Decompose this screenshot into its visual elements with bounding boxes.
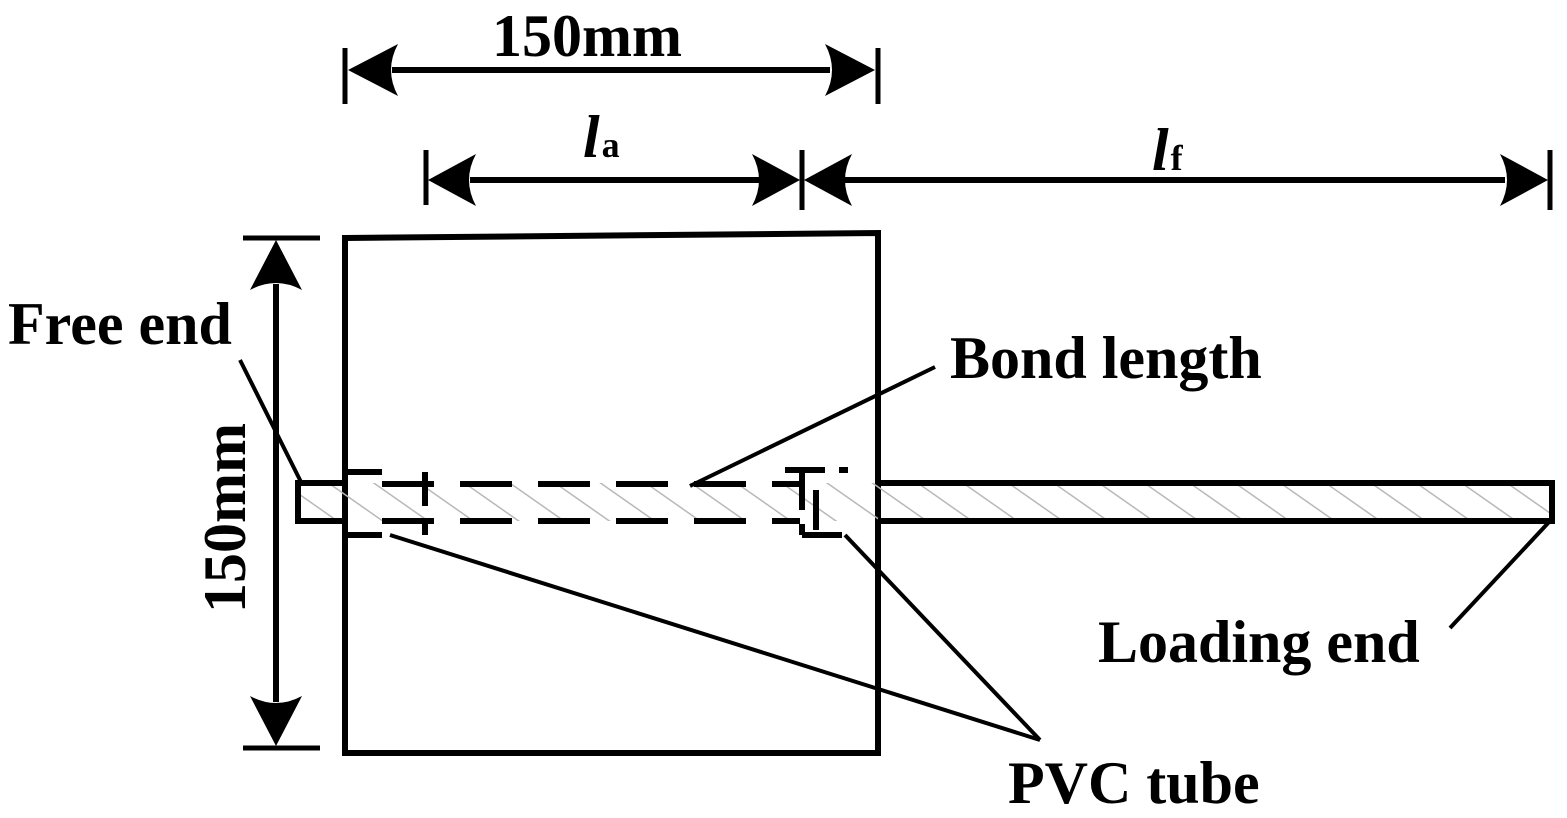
bond-free-length-dimension: [423, 150, 1553, 210]
bond-length-leader: [689, 365, 936, 488]
pvc-tube-leader-left: [389, 533, 1041, 742]
bond-length-label: Bond length: [950, 325, 1262, 391]
bar-loading-side-outline: [878, 480, 1555, 524]
loading-end-leader: [1448, 519, 1552, 630]
bar-free-end-outline: [295, 480, 345, 524]
top-dimension: [342, 44, 881, 104]
free-end-leader: [238, 359, 304, 485]
free-end-label: Free end: [8, 291, 232, 357]
arrowhead-lf-right: [1500, 154, 1548, 206]
arrowhead-left: [348, 44, 398, 96]
concrete-cube-outline: [342, 229, 881, 756]
arrowhead-lf-left: [804, 154, 852, 206]
pvc-tube-left: [348, 469, 428, 538]
arrowhead-la-right: [752, 154, 800, 206]
pvc-tube-right: [785, 467, 848, 538]
arrowhead-down: [250, 696, 302, 746]
loading-end-label: Loading end: [1098, 609, 1420, 675]
left-dimension-label: 150mm: [192, 423, 258, 613]
left-dimension: [243, 235, 320, 751]
arrowhead-la-left: [428, 154, 476, 206]
top-dimension-label: 150mm: [492, 3, 682, 69]
pvc-tube-label: PVC tube: [1008, 750, 1260, 816]
free-length-label: lf: [1152, 117, 1184, 183]
arrowhead-up: [250, 240, 302, 290]
bar-hatch-fill: [298, 483, 1552, 521]
pvc-tube-leader-right: [843, 533, 1042, 742]
arrowhead-right: [825, 44, 875, 96]
anchorage-length-label: la: [583, 104, 620, 170]
